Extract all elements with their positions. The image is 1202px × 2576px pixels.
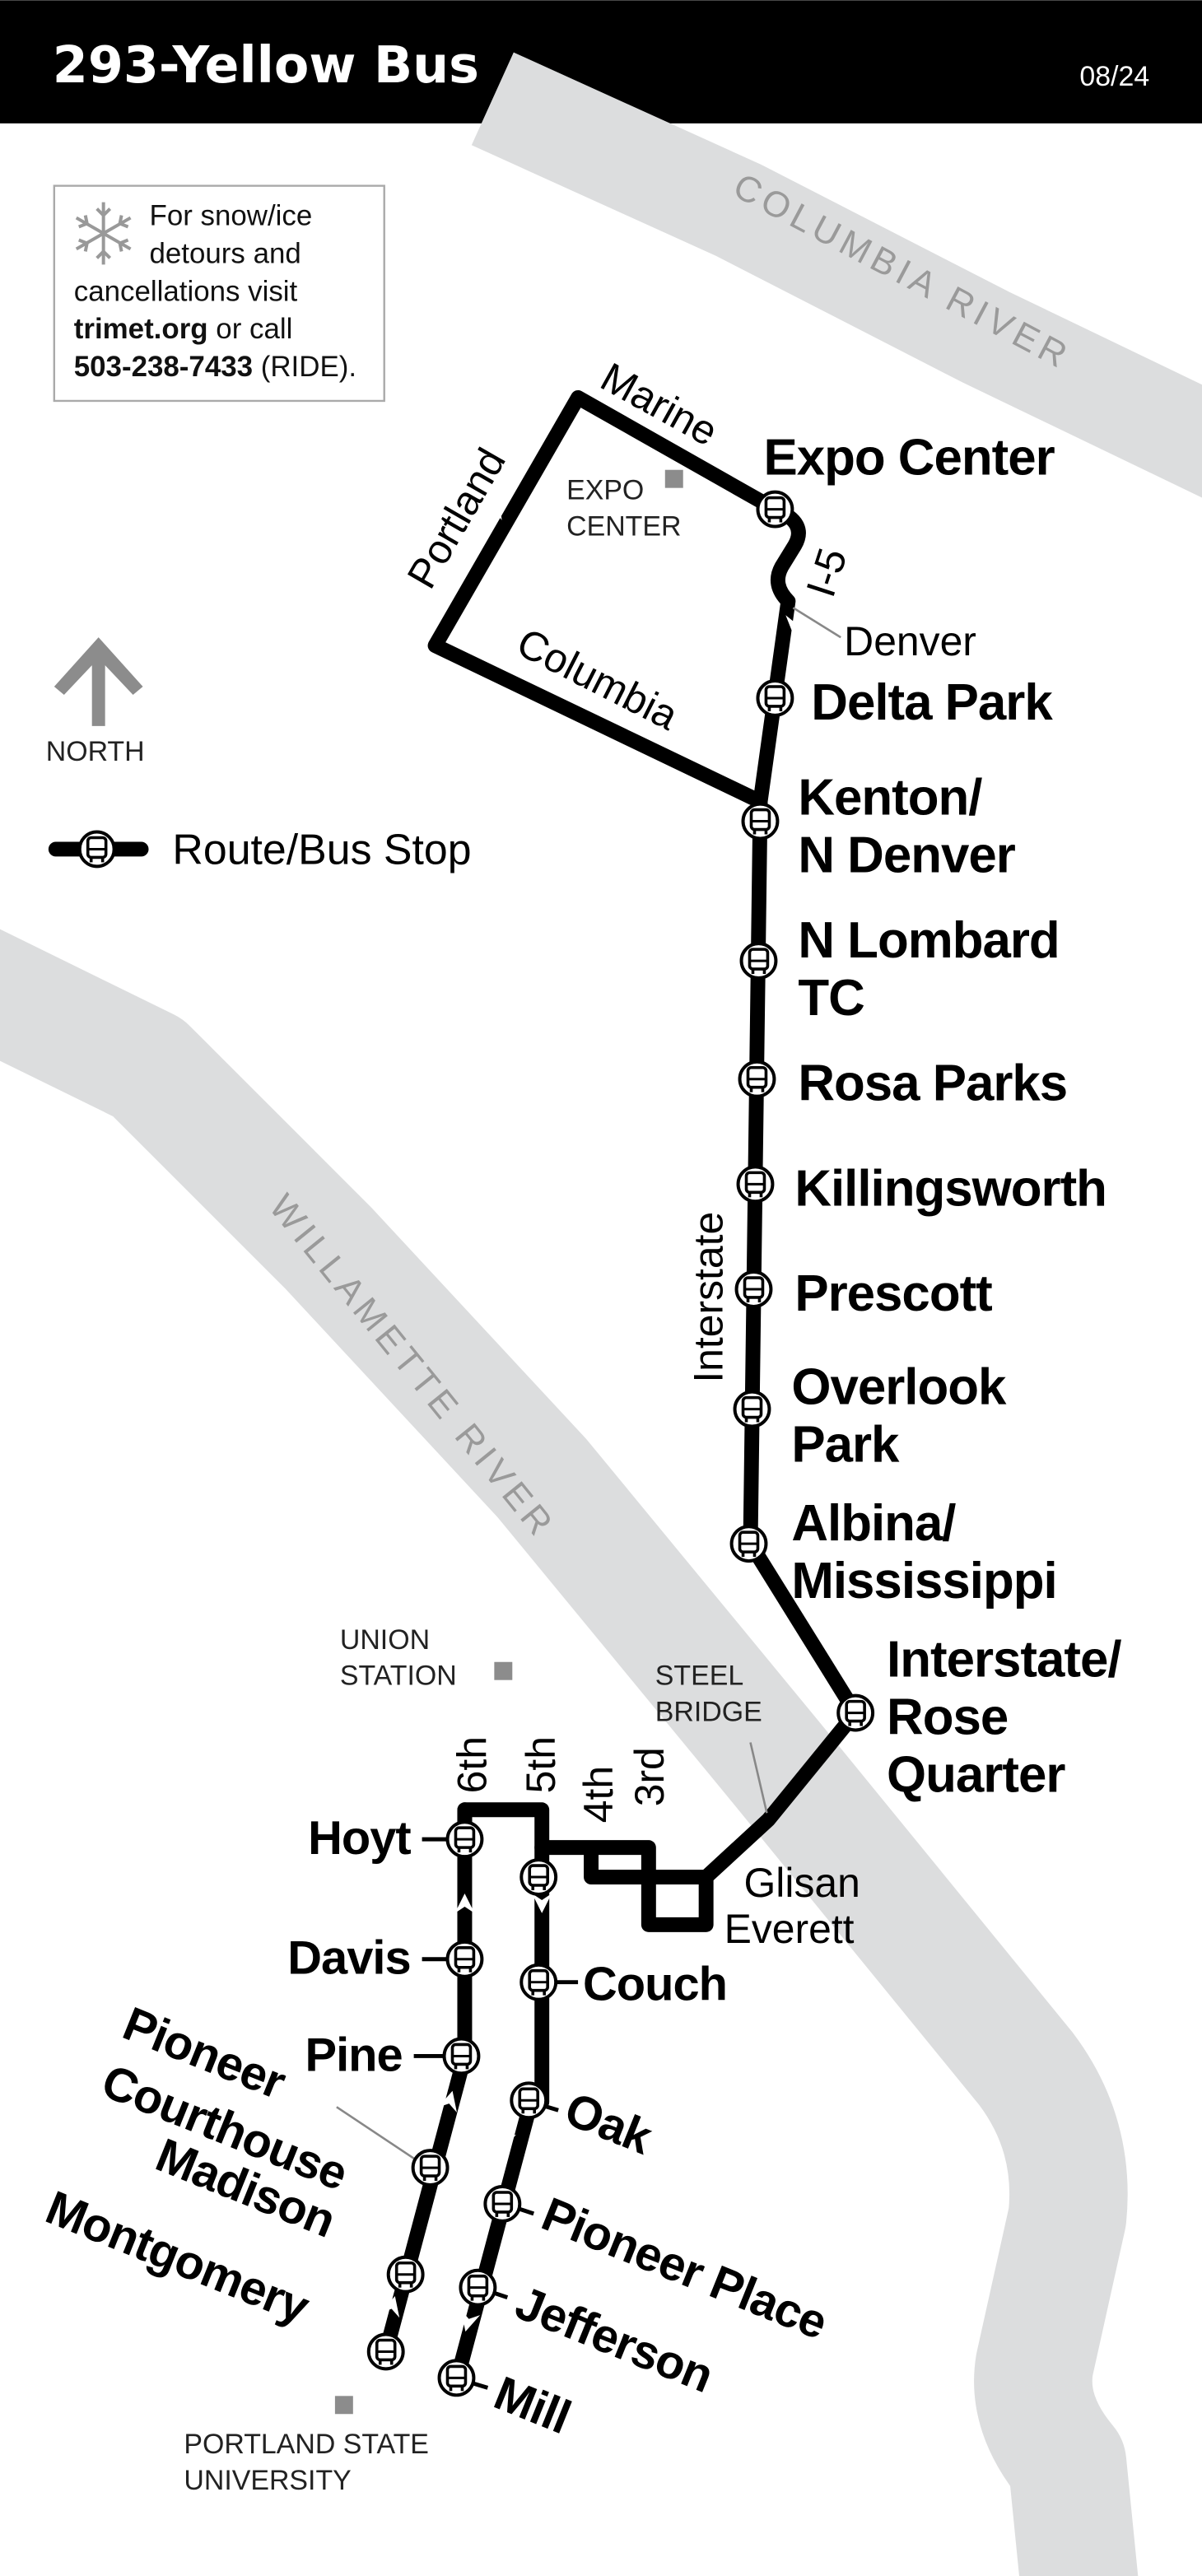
- route-title: 293-Yellow Bus: [53, 35, 479, 95]
- trimet-link[interactable]: trimet.org: [74, 313, 208, 345]
- bus-stop-icon[interactable]: [445, 1820, 484, 1859]
- landmark-label: BRIDGE: [655, 1697, 762, 1728]
- stop-label: Delta Park: [811, 674, 1053, 731]
- bus-stop-icon[interactable]: [733, 1390, 771, 1428]
- stop-label: Quarter: [887, 1746, 1065, 1803]
- stop-label: Hoyt: [308, 1812, 411, 1865]
- landmark-marker: [664, 469, 683, 488]
- bus-stop-icon[interactable]: [483, 2185, 522, 2223]
- bus-stop-icon[interactable]: [756, 490, 794, 529]
- svg-text:trimet.org or call: trimet.org or call: [74, 313, 293, 345]
- snow-notice: For snow/ice detours and cancellations v…: [53, 184, 385, 403]
- svg-text:503-238-7433 (RIDE).: 503-238-7433 (RIDE).: [74, 351, 356, 383]
- stop-label: Kenton/: [798, 770, 982, 827]
- bus-stop-icon[interactable]: [519, 1858, 558, 1896]
- street-label: Denver: [844, 618, 976, 664]
- bus-stop-icon[interactable]: [77, 830, 116, 869]
- stop-label: Prescott: [794, 1265, 992, 1322]
- street-label: 6th: [449, 1736, 495, 1793]
- bus-stop-icon[interactable]: [836, 1693, 875, 1732]
- bus-stop-icon[interactable]: [411, 2149, 450, 2187]
- legend: Route/Bus Stop: [48, 825, 472, 873]
- bus-stop-icon[interactable]: [437, 2359, 476, 2397]
- stop-label: Mill: [487, 2367, 577, 2444]
- stop-label: Park: [791, 1416, 900, 1473]
- bus-stop-icon[interactable]: [756, 679, 794, 717]
- columbia-river: [471, 52, 1202, 498]
- bus-stop-icon[interactable]: [729, 1525, 768, 1563]
- street-label: Glisan: [744, 1860, 860, 1906]
- landmark-label: EXPO: [566, 475, 644, 506]
- bus-stop-icon[interactable]: [741, 802, 780, 841]
- bus-stop-icon[interactable]: [736, 1165, 775, 1204]
- bus-stop-icon[interactable]: [739, 942, 778, 981]
- stop-label: N Lombard: [798, 912, 1059, 969]
- notice-line: For snow/ice: [150, 200, 313, 232]
- stop-label: Couch: [583, 1959, 727, 2011]
- bus-stops: [366, 490, 875, 2397]
- landmark-marker: [334, 2396, 353, 2415]
- stop-label: Interstate/: [887, 1632, 1121, 1689]
- bus-stop-icon[interactable]: [510, 2081, 548, 2120]
- bus-stop-icon[interactable]: [445, 1940, 484, 1978]
- phone-number[interactable]: 503-238-7433: [74, 351, 253, 383]
- notice-line: cancellations visit: [74, 275, 298, 307]
- landmark-label: STEEL: [655, 1661, 743, 1692]
- stop-label: Mississippi: [791, 1553, 1056, 1609]
- bus-stop-icon[interactable]: [738, 1060, 776, 1098]
- bus-stop-icon[interactable]: [519, 1963, 558, 2001]
- street-label: 5th: [518, 1736, 564, 1793]
- notice-text: (RIDE).: [253, 351, 356, 383]
- stop-label: Albina/: [791, 1495, 956, 1552]
- landmark-marker: [494, 1661, 513, 1680]
- bus-stop-icon[interactable]: [734, 1270, 773, 1308]
- stop-label: Rosa Parks: [798, 1055, 1067, 1112]
- landmark-label: UNION: [340, 1624, 430, 1656]
- landmark-label: UNIVERSITY: [184, 2465, 351, 2496]
- stop-label: TC: [798, 970, 864, 1027]
- stop-label: Davis: [287, 1932, 410, 1985]
- landmark-label: CENTER: [566, 511, 681, 543]
- stop-label: Pine: [305, 2029, 403, 2081]
- bus-stop-icon[interactable]: [459, 2268, 497, 2307]
- stop-label: N Denver: [798, 827, 1015, 883]
- map-date: 08/24: [1079, 61, 1149, 92]
- snowflake-icon: [75, 202, 132, 265]
- bus-stop-icon[interactable]: [386, 2255, 425, 2294]
- stop-label: Expo Center: [763, 430, 1055, 487]
- street-label: Portland: [398, 440, 515, 596]
- north-label: NORTH: [46, 736, 145, 767]
- stop-label: Killingsworth: [794, 1160, 1106, 1217]
- stop-label: Rose: [887, 1689, 1008, 1746]
- stop-label: Overlook: [791, 1359, 1007, 1416]
- bus-stop-icon[interactable]: [442, 2037, 481, 2075]
- street-label: 3rd: [627, 1747, 673, 1806]
- bus-stop-icon[interactable]: [366, 2332, 405, 2371]
- notice-text: or call: [208, 313, 293, 345]
- stop-label: Oak: [557, 2083, 659, 2165]
- street-label: I-5: [797, 543, 855, 603]
- landmark-label: STATION: [340, 1661, 457, 1692]
- street-label: Everett: [724, 1906, 855, 1952]
- street-label: Interstate: [686, 1212, 732, 1383]
- notice-line: detours and: [150, 237, 301, 269]
- landmark-label: PORTLAND STATE: [184, 2429, 429, 2460]
- street-label: 4th: [575, 1766, 622, 1823]
- legend-label: Route/Bus Stop: [172, 825, 471, 873]
- north-arrow-icon: [54, 637, 143, 726]
- willamette-river: [0, 929, 1139, 2576]
